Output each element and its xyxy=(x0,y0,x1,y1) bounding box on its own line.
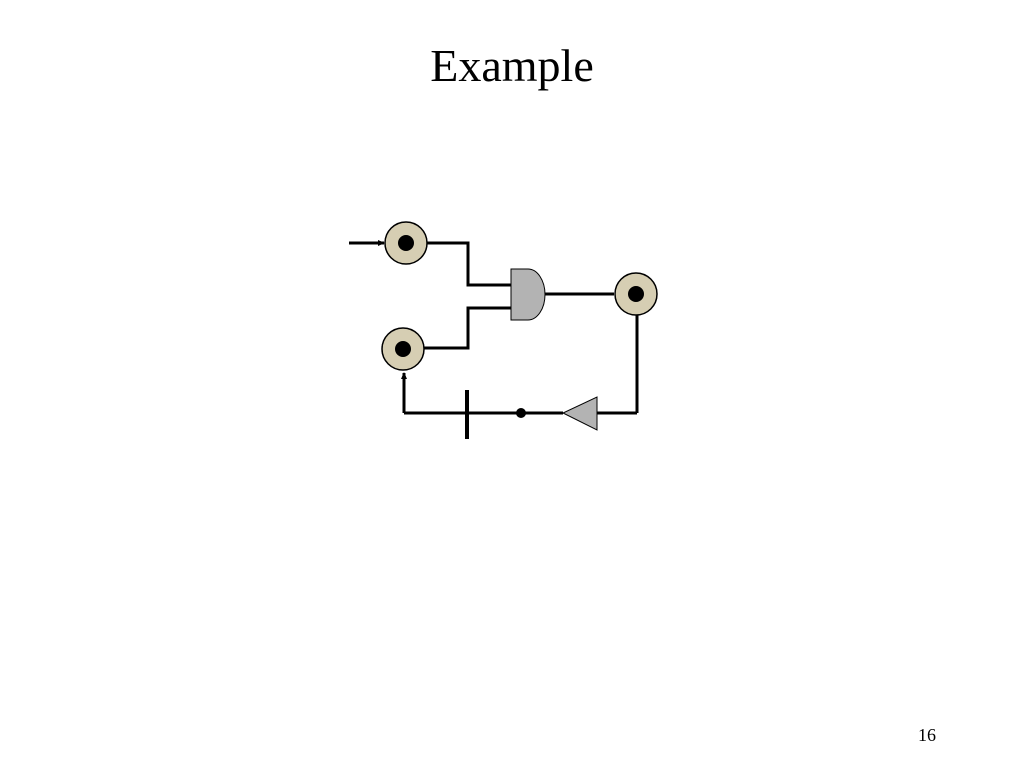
place-right xyxy=(614,272,658,316)
and-gate xyxy=(510,268,546,321)
token xyxy=(398,235,414,251)
slide-title: Example xyxy=(430,40,594,91)
place-top-left xyxy=(384,221,428,265)
token xyxy=(395,341,411,357)
place-bottom-left xyxy=(381,327,425,371)
junction-dot xyxy=(516,408,526,418)
wire-top-to-and xyxy=(427,241,511,287)
token xyxy=(628,286,644,302)
page-number: 16 xyxy=(918,725,936,745)
buffer-triangle xyxy=(561,396,598,431)
wire-bottom-to-and xyxy=(424,306,511,350)
